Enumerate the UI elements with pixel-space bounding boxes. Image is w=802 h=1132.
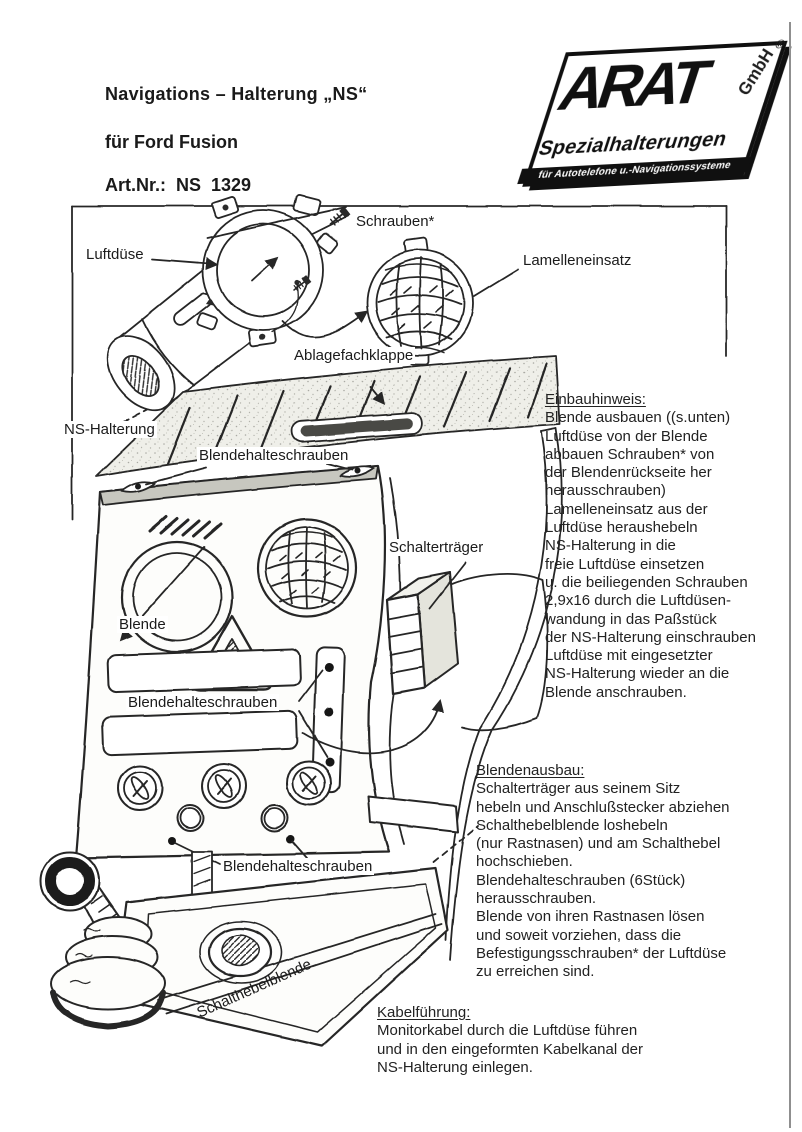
registered-mark: ® xyxy=(773,36,787,52)
text-line: freie Luftdüse einsetzen xyxy=(545,555,705,573)
blende-drawing xyxy=(74,460,391,899)
text-line: Luftdüse von der Blende xyxy=(545,427,708,445)
text-line: 2,9x16 durch die Luftdüsen- xyxy=(545,592,731,610)
arat-logo-subtitle: Spezialhalterungen xyxy=(535,127,730,161)
label-luftduese: Luftdüse xyxy=(84,246,146,264)
luftduese-ring-drawing xyxy=(196,194,339,348)
luftduese-leader xyxy=(151,256,219,270)
arat-logo-tagline: für Autotelefone u.-Navigationssysteme xyxy=(517,156,752,185)
schalthebel-drawing xyxy=(40,851,166,1029)
text-line: herausschrauben. xyxy=(476,890,597,908)
kabelfuehrung-heading: Kabelführung: xyxy=(377,1004,471,1021)
text-line: abbauen Schrauben* von xyxy=(545,445,715,463)
pry-out-arrow xyxy=(302,699,444,754)
text-line: Schalthebelblende loshebeln xyxy=(476,816,668,834)
schrauben-leader-1 xyxy=(206,206,347,239)
text-line: Blendehalteschrauben (6Stück) xyxy=(476,871,686,889)
label-blende: Blende xyxy=(117,616,168,634)
schrauben-leader-2 xyxy=(311,215,349,235)
text-line: Luftdüse heraushebeln xyxy=(545,519,698,537)
text-line: u. die beiliegenden Schrauben xyxy=(545,573,748,591)
arat-logo: ARAT ® GmbH Spezialhalterungen für Autot… xyxy=(506,35,795,198)
lamelleneinsatz-drawing xyxy=(366,237,519,366)
text-line: Blende ausbauen ((s.unten) xyxy=(545,409,731,427)
arat-logo-box: ARAT ® GmbH Spezialhalterungen für Autot… xyxy=(517,37,788,187)
label-ablagefachklappe: Ablagefachklappe xyxy=(292,347,416,365)
text-line: hochschieben. xyxy=(476,853,573,871)
einbauhinweis-section: Einbauhinweis: Blende ausbauen ((s.unten… xyxy=(545,391,756,702)
text-line: der NS-Halterung einschrauben xyxy=(545,628,756,646)
text-line: hebeln und Anschlußstecker abziehen xyxy=(476,798,730,816)
transfer-arrow xyxy=(282,310,369,338)
einbauhinweis-lines: Blende ausbauen ((s.unten)Luftdüse von d… xyxy=(545,409,756,702)
label-blendehalteschrauben-bottom: Blendehalteschrauben xyxy=(221,858,375,876)
einbauhinweis-heading: Einbauhinweis: xyxy=(545,391,646,408)
article-number: Art.Nr.: NS 1329 xyxy=(105,175,252,195)
text-line: zu erreichen sind. xyxy=(476,963,595,981)
blendenausbau-heading: Blendenausbau: xyxy=(476,762,585,779)
page-title: Navigations – Halterung „NS“ xyxy=(105,84,368,104)
label-lamelleneinsatz: Lamelleneinsatz xyxy=(521,252,634,270)
text-line: Lamelleneinsatz aus der xyxy=(545,500,708,518)
label-blendehalteschrauben-mid: Blendehalteschrauben xyxy=(126,694,280,712)
rotary-knob xyxy=(286,760,332,806)
label-blendehalteschrauben-top: Blendehalteschrauben xyxy=(197,447,351,465)
text-line: Luftdüse mit eingesetzter xyxy=(545,647,713,665)
text-line: und soweit vorziehen, dass die xyxy=(476,926,682,944)
lamelleneinsatz-leader xyxy=(473,268,519,297)
blendenausbau-section: Blendenausbau: Schalterträger aus seinem… xyxy=(476,762,730,982)
label-ns-halterung: NS-Halterung xyxy=(62,421,157,439)
label-schrauben: Schrauben* xyxy=(354,213,437,231)
side-panel-drawing xyxy=(302,427,563,961)
text-line: NS-Halterung wieder an die xyxy=(545,665,730,683)
text-line: wandung in das Paßstück xyxy=(545,610,717,628)
ablagefach-drawing xyxy=(95,355,561,477)
kabelfuehrung-section: Kabelführung: Monitorkabel durch die Luf… xyxy=(377,1004,643,1077)
rotary-knob xyxy=(201,763,247,809)
text-line: und in den eingeformten Kabelkanal der xyxy=(377,1040,644,1058)
text-line: (nur Rastnasen) und am Schalthebel xyxy=(476,835,721,853)
text-line: Befestigungsschrauben* der Luftdüse xyxy=(476,944,727,962)
text-line: Blende von ihren Rastnasen lösen xyxy=(476,908,705,926)
text-line: Monitorkabel durch die Luftdüse führen xyxy=(377,1022,638,1040)
text-line: NS-Halterung einlegen. xyxy=(377,1058,533,1076)
text-line: herausschrauben) xyxy=(545,482,666,500)
scan-page-edge xyxy=(789,22,791,1128)
text-line: Schalterträger aus seinem Sitz xyxy=(476,780,681,798)
schaltertraeger-drawing xyxy=(385,571,459,696)
text-line: NS-Halterung in die xyxy=(545,537,676,555)
page-subtitle: für Ford Fusion xyxy=(105,132,238,152)
frame-box xyxy=(71,205,727,521)
label-schaltertraeger: Schalterträger xyxy=(387,539,486,557)
text-line: der Blendenrückseite her xyxy=(545,464,712,482)
text-line: Blende anschrauben. xyxy=(545,683,687,701)
rotary-knob xyxy=(117,765,163,811)
